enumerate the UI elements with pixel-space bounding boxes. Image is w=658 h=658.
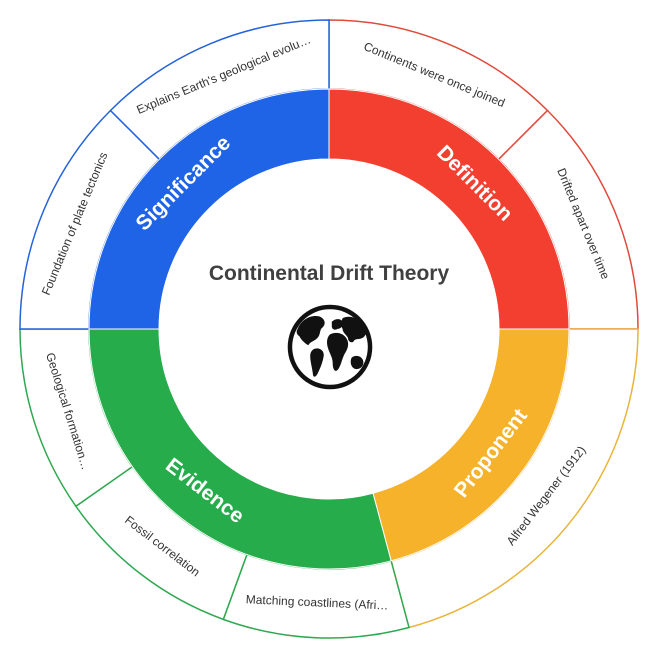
globe-icon bbox=[287, 304, 373, 390]
diagram-title: Continental Drift Theory bbox=[208, 262, 450, 285]
leaf-label-matching-coastlines-afri: Matching coastlines (Afri… bbox=[245, 592, 388, 612]
